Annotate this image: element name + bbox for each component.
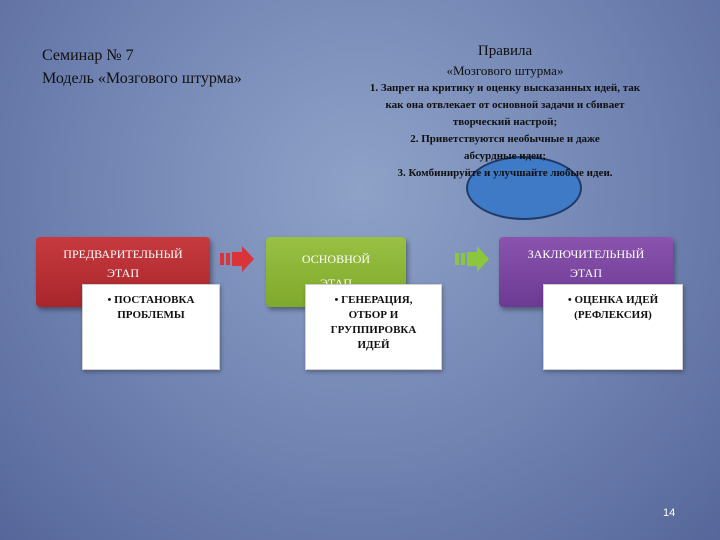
title-line-seminar: Семинар № 7 xyxy=(42,47,134,64)
arrow-right-icon xyxy=(455,246,489,272)
rules-block: Правила «Мозгового штурма» 1. Запрет на … xyxy=(355,40,655,182)
card-text: ИДЕЙ xyxy=(357,339,390,351)
title-line-model: Модель «Мозгового штурма» xyxy=(42,70,242,87)
rule-item-1: 1. Запрет на критику и оценку высказанны… xyxy=(369,82,641,128)
rules-heading: Правила xyxy=(477,43,533,59)
stage-main-line1: ОСНОВНОЙ xyxy=(301,252,371,266)
stage-final-line2: ЭТАП xyxy=(570,266,602,280)
stage-main-card: • ГЕНЕРАЦИЯ, ОТБОР И ГРУППИРОВКА ИДЕЙ xyxy=(305,284,442,370)
card-text: • ГЕНЕРАЦИЯ, xyxy=(334,294,413,306)
card-text: ГРУППИРОВКА xyxy=(330,324,417,336)
rule-item-2: 2. Приветствуются необычные и даже абсур… xyxy=(410,133,600,162)
stage-preliminary-line2: ЭТАП xyxy=(107,266,139,280)
stage-preliminary-line1: ПРЕДВАРИТЕЛЬНЫЙ xyxy=(63,247,183,261)
slide-title: Семинар № 7 Модель «Мозгового штурма» xyxy=(42,44,242,90)
stage-preliminary-card: • ПОСТАНОВКА ПРОБЛЕМЫ xyxy=(82,284,220,370)
stage-final-card: • ОЦЕНКА ИДЕЙ (РЕФЛЕКСИЯ) xyxy=(543,284,683,370)
arrow-right-icon xyxy=(220,246,254,272)
card-text: ПРОБЛЕМЫ xyxy=(117,309,185,321)
card-text: (РЕФЛЕКСИЯ) xyxy=(574,309,652,321)
card-text: ОТБОР И xyxy=(348,309,399,321)
rules-ellipse-shape xyxy=(466,156,582,220)
rules-subheading: «Мозгового штурма» xyxy=(446,63,564,78)
page-number: 14 xyxy=(663,507,676,519)
card-text: • ОЦЕНКА ИДЕЙ xyxy=(567,294,659,306)
rule-item-3: 3. Комбинируйте и улучшайте любые идеи. xyxy=(397,167,613,179)
card-text: • ПОСТАНОВКА xyxy=(107,294,195,306)
stage-final-line1: ЗАКЛЮЧИТЕЛЬНЫЙ xyxy=(527,247,645,261)
